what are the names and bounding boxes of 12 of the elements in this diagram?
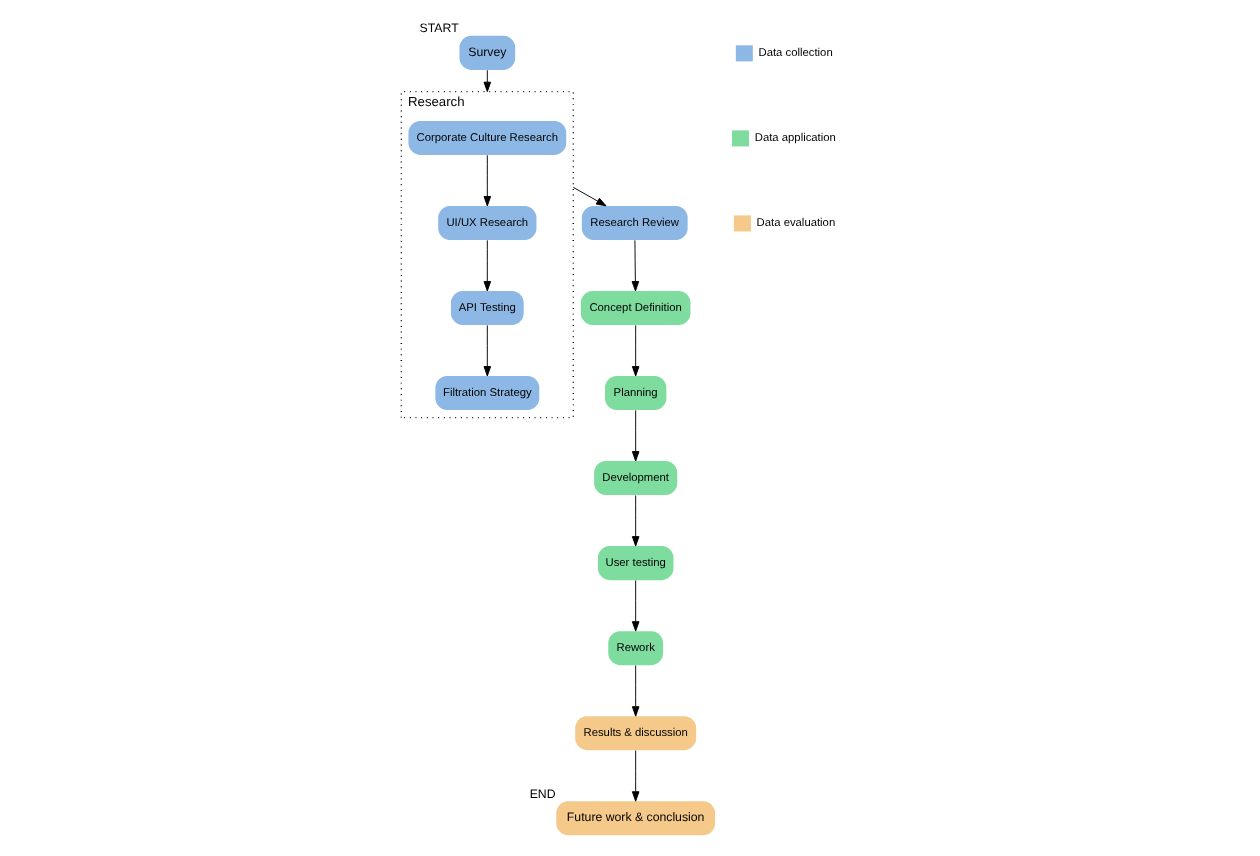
arrow — [483, 324, 492, 377]
arrow — [483, 239, 492, 292]
arrow — [631, 495, 640, 547]
arrow — [631, 324, 640, 377]
arrow — [631, 580, 640, 632]
arrow — [483, 69, 492, 93]
arrow — [572, 186, 607, 207]
arrow — [631, 239, 640, 292]
arrow — [631, 409, 640, 462]
arrow — [631, 665, 640, 717]
arrow — [631, 750, 640, 802]
arrow — [483, 154, 492, 207]
